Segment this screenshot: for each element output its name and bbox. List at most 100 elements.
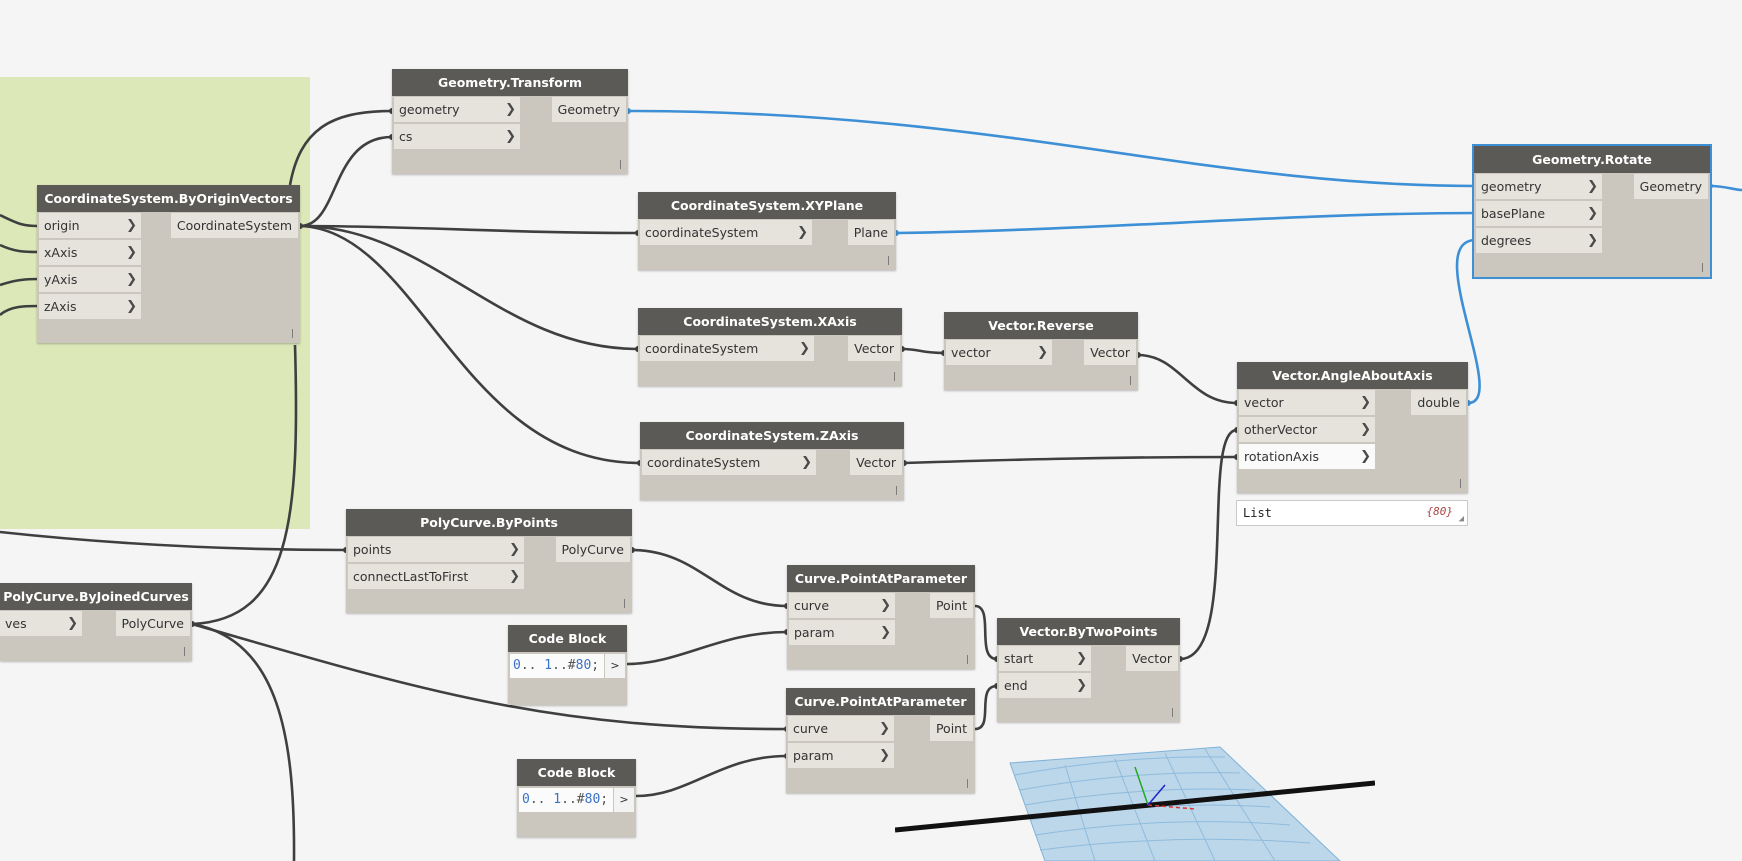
- node-title[interactable]: PolyCurve.ByPoints: [346, 509, 632, 536]
- node-polycurve-bypoints[interactable]: PolyCurve.ByPoints points❯ PolyCurve con…: [346, 509, 632, 613]
- wire-transform-to-rotate-geometry[interactable]: [627, 109, 1477, 188]
- input-port-xaxis[interactable]: xAxis❯: [39, 240, 141, 265]
- resize-grip-icon[interactable]: |: [290, 329, 294, 339]
- output-port-geometry[interactable]: Geometry: [551, 97, 626, 122]
- node-title[interactable]: Curve.PointAtParameter: [786, 688, 975, 715]
- resize-grip-icon[interactable]: |: [618, 160, 622, 170]
- wire-cs-to-transform-cs[interactable]: [299, 135, 393, 228]
- input-port-coordinatesystem[interactable]: coordinateSystem❯: [640, 336, 814, 361]
- preview-bubble[interactable]: List {80} ◢: [1236, 500, 1468, 526]
- code-editor[interactable]: 0.. 1..#80;: [519, 788, 613, 812]
- input-port-curve[interactable]: curve❯: [789, 593, 895, 618]
- wire-code1-to-param1[interactable]: [626, 630, 788, 666]
- node-coordinatesystem-xyplane[interactable]: CoordinateSystem.XYPlane coordinateSyste…: [638, 192, 896, 270]
- input-port-origin[interactable]: origin❯: [39, 213, 141, 238]
- input-port-zaxis[interactable]: zAxis❯: [39, 294, 141, 319]
- resize-grip-icon[interactable]: |: [892, 372, 896, 382]
- resize-grip-icon[interactable]: |: [182, 647, 186, 657]
- wire-to-bypoints-points[interactable]: [0, 530, 347, 552]
- node-coordinatesystem-zaxis[interactable]: CoordinateSystem.ZAxis coordinateSystem❯…: [640, 422, 904, 500]
- resize-grip-icon[interactable]: |: [1700, 263, 1704, 273]
- node-title[interactable]: Vector.AngleAboutAxis: [1237, 362, 1468, 389]
- input-port-end[interactable]: end❯: [999, 673, 1091, 698]
- input-port-connectlasttofirst[interactable]: connectLastToFirst❯: [348, 564, 524, 589]
- output-port-point[interactable]: Point: [929, 716, 973, 741]
- output-port-point[interactable]: Point: [929, 593, 973, 618]
- input-port-rotationaxis[interactable]: rotationAxis❯: [1239, 444, 1375, 469]
- node-title[interactable]: CoordinateSystem.ByOriginVectors: [37, 185, 300, 212]
- output-port-code[interactable]: >: [605, 654, 625, 678]
- node-title[interactable]: Vector.Reverse: [944, 312, 1138, 339]
- input-port-geometry[interactable]: geometry❯: [1476, 174, 1602, 199]
- input-port-points[interactable]: points❯: [348, 537, 524, 562]
- output-port-vector[interactable]: Vector: [850, 450, 902, 475]
- node-vector-angleaboutaxis[interactable]: Vector.AngleAboutAxis vector❯ double oth…: [1237, 362, 1468, 493]
- node-curve-pointatparameter-2[interactable]: Curve.PointAtParameter curve❯ Point para…: [786, 688, 975, 793]
- wire-cs-to-xaxis[interactable]: [299, 224, 639, 351]
- wire-reverse-to-vector[interactable]: [1137, 353, 1238, 405]
- node-vector-bytwopoints[interactable]: Vector.ByTwoPoints start❯ Vector end❯ |: [997, 618, 1180, 722]
- wire-joined-to-curve2[interactable]: [191, 622, 788, 731]
- node-coordinatesystem-byoriginvectors[interactable]: CoordinateSystem.ByOriginVectors origin❯…: [37, 185, 300, 343]
- resize-grip-icon[interactable]: |: [965, 779, 969, 789]
- output-port-vector[interactable]: Vector: [1126, 646, 1178, 671]
- wire-bypoints-to-curve1[interactable]: [631, 548, 788, 608]
- resize-grip-icon[interactable]: |: [1170, 708, 1174, 718]
- output-port-geometry[interactable]: Geometry: [1633, 174, 1708, 199]
- output-port-coordinatesystem[interactable]: CoordinateSystem: [170, 213, 298, 238]
- node-title[interactable]: CoordinateSystem.ZAxis: [640, 422, 904, 449]
- node-title[interactable]: PolyCurve.ByJoinedCurves: [0, 583, 192, 610]
- input-port-geometry[interactable]: geometry❯: [394, 97, 520, 122]
- input-port-coordinatesystem[interactable]: coordinateSystem❯: [640, 220, 812, 245]
- input-port-param[interactable]: param❯: [789, 620, 895, 645]
- wire-xyplane-to-rotate-baseplane[interactable]: [895, 211, 1477, 235]
- wire-rotate-out[interactable]: [1709, 184, 1742, 192]
- node-title[interactable]: Code Block: [508, 625, 627, 652]
- node-title[interactable]: Geometry.Transform: [392, 69, 628, 96]
- node-title[interactable]: Code Block: [517, 759, 636, 786]
- output-port-code[interactable]: >: [614, 788, 634, 812]
- input-port-baseplane[interactable]: basePlane❯: [1476, 201, 1602, 226]
- input-port-curve[interactable]: curve❯: [788, 716, 894, 741]
- node-title[interactable]: CoordinateSystem.XYPlane: [638, 192, 896, 219]
- output-port-vector[interactable]: Vector: [848, 336, 900, 361]
- input-port-yaxis[interactable]: yAxis❯: [39, 267, 141, 292]
- node-geometry-rotate[interactable]: Geometry.Rotate geometry❯ Geometry baseP…: [1472, 144, 1712, 279]
- resize-grip-icon[interactable]: |: [622, 599, 626, 609]
- wire-cs-to-zaxis[interactable]: [299, 224, 641, 465]
- wire-point2-to-end[interactable]: [974, 684, 998, 731]
- input-port-othervector[interactable]: otherVector❯: [1239, 417, 1375, 442]
- node-polycurve-byjoinedcurves[interactable]: PolyCurve.ByJoinedCurves ves❯ PolyCurve …: [0, 583, 192, 661]
- output-port-polycurve[interactable]: PolyCurve: [555, 537, 630, 562]
- input-port-param[interactable]: param❯: [788, 743, 894, 768]
- output-port-vector[interactable]: Vector: [1084, 340, 1136, 365]
- wire-point1-to-start[interactable]: [974, 604, 998, 661]
- node-title[interactable]: Vector.ByTwoPoints: [997, 618, 1180, 645]
- output-port-polycurve[interactable]: PolyCurve: [115, 611, 190, 636]
- resize-grip-icon[interactable]: |: [965, 655, 969, 665]
- node-vector-reverse[interactable]: Vector.Reverse vector❯ Vector |: [944, 312, 1138, 390]
- resize-grip-icon[interactable]: |: [1128, 376, 1132, 386]
- input-port-vector[interactable]: vector❯: [946, 340, 1052, 365]
- node-code-block-2[interactable]: Code Block 0.. 1..#80; >: [517, 759, 636, 837]
- node-title[interactable]: CoordinateSystem.XAxis: [638, 308, 902, 335]
- input-port-curves[interactable]: ves❯: [0, 611, 82, 636]
- input-port-start[interactable]: start❯: [999, 646, 1091, 671]
- wire-code2-to-param2[interactable]: [635, 754, 788, 798]
- node-curve-pointatparameter-1[interactable]: Curve.PointAtParameter curve❯ Point para…: [787, 565, 975, 669]
- code-editor[interactable]: 0.. 1..#80;: [510, 654, 604, 678]
- wire-cs-to-xyplane[interactable]: [299, 224, 639, 235]
- output-port-plane[interactable]: Plane: [847, 220, 894, 245]
- expand-corner-icon[interactable]: ◢: [1458, 514, 1464, 524]
- resize-grip-icon[interactable]: |: [894, 486, 898, 496]
- wire-zaxis-to-rotation-axis[interactable]: [903, 455, 1238, 465]
- node-title[interactable]: Curve.PointAtParameter: [787, 565, 975, 592]
- wire-joined-down[interactable]: [191, 622, 296, 861]
- input-port-cs[interactable]: cs❯: [394, 124, 520, 149]
- wire-xaxis-to-reverse[interactable]: [901, 347, 945, 355]
- output-port-double[interactable]: double: [1411, 390, 1466, 415]
- node-geometry-transform[interactable]: Geometry.Transform geometry❯ Geometry cs…: [392, 69, 628, 174]
- node-title[interactable]: Geometry.Rotate: [1474, 146, 1710, 173]
- node-code-block-1[interactable]: Code Block 0.. 1..#80; >: [508, 625, 627, 705]
- resize-grip-icon[interactable]: |: [886, 256, 890, 266]
